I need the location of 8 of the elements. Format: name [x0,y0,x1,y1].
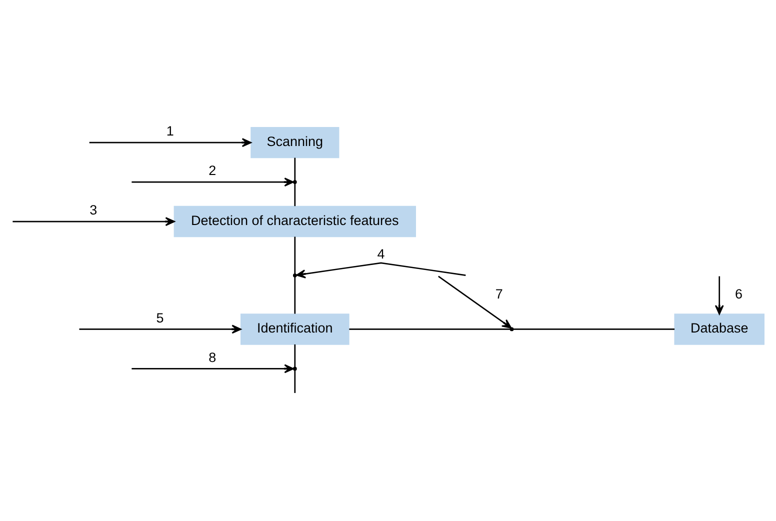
edge-label: 4 [377,246,385,262]
edge-label: 6 [735,286,743,302]
edge-label: 8 [208,350,216,365]
edge-label: 1 [166,124,174,139]
edge-label: 3 [90,202,98,218]
edge-label: 5 [156,310,164,326]
edge-label: 7 [495,286,503,302]
edge-label: 2 [208,163,216,178]
